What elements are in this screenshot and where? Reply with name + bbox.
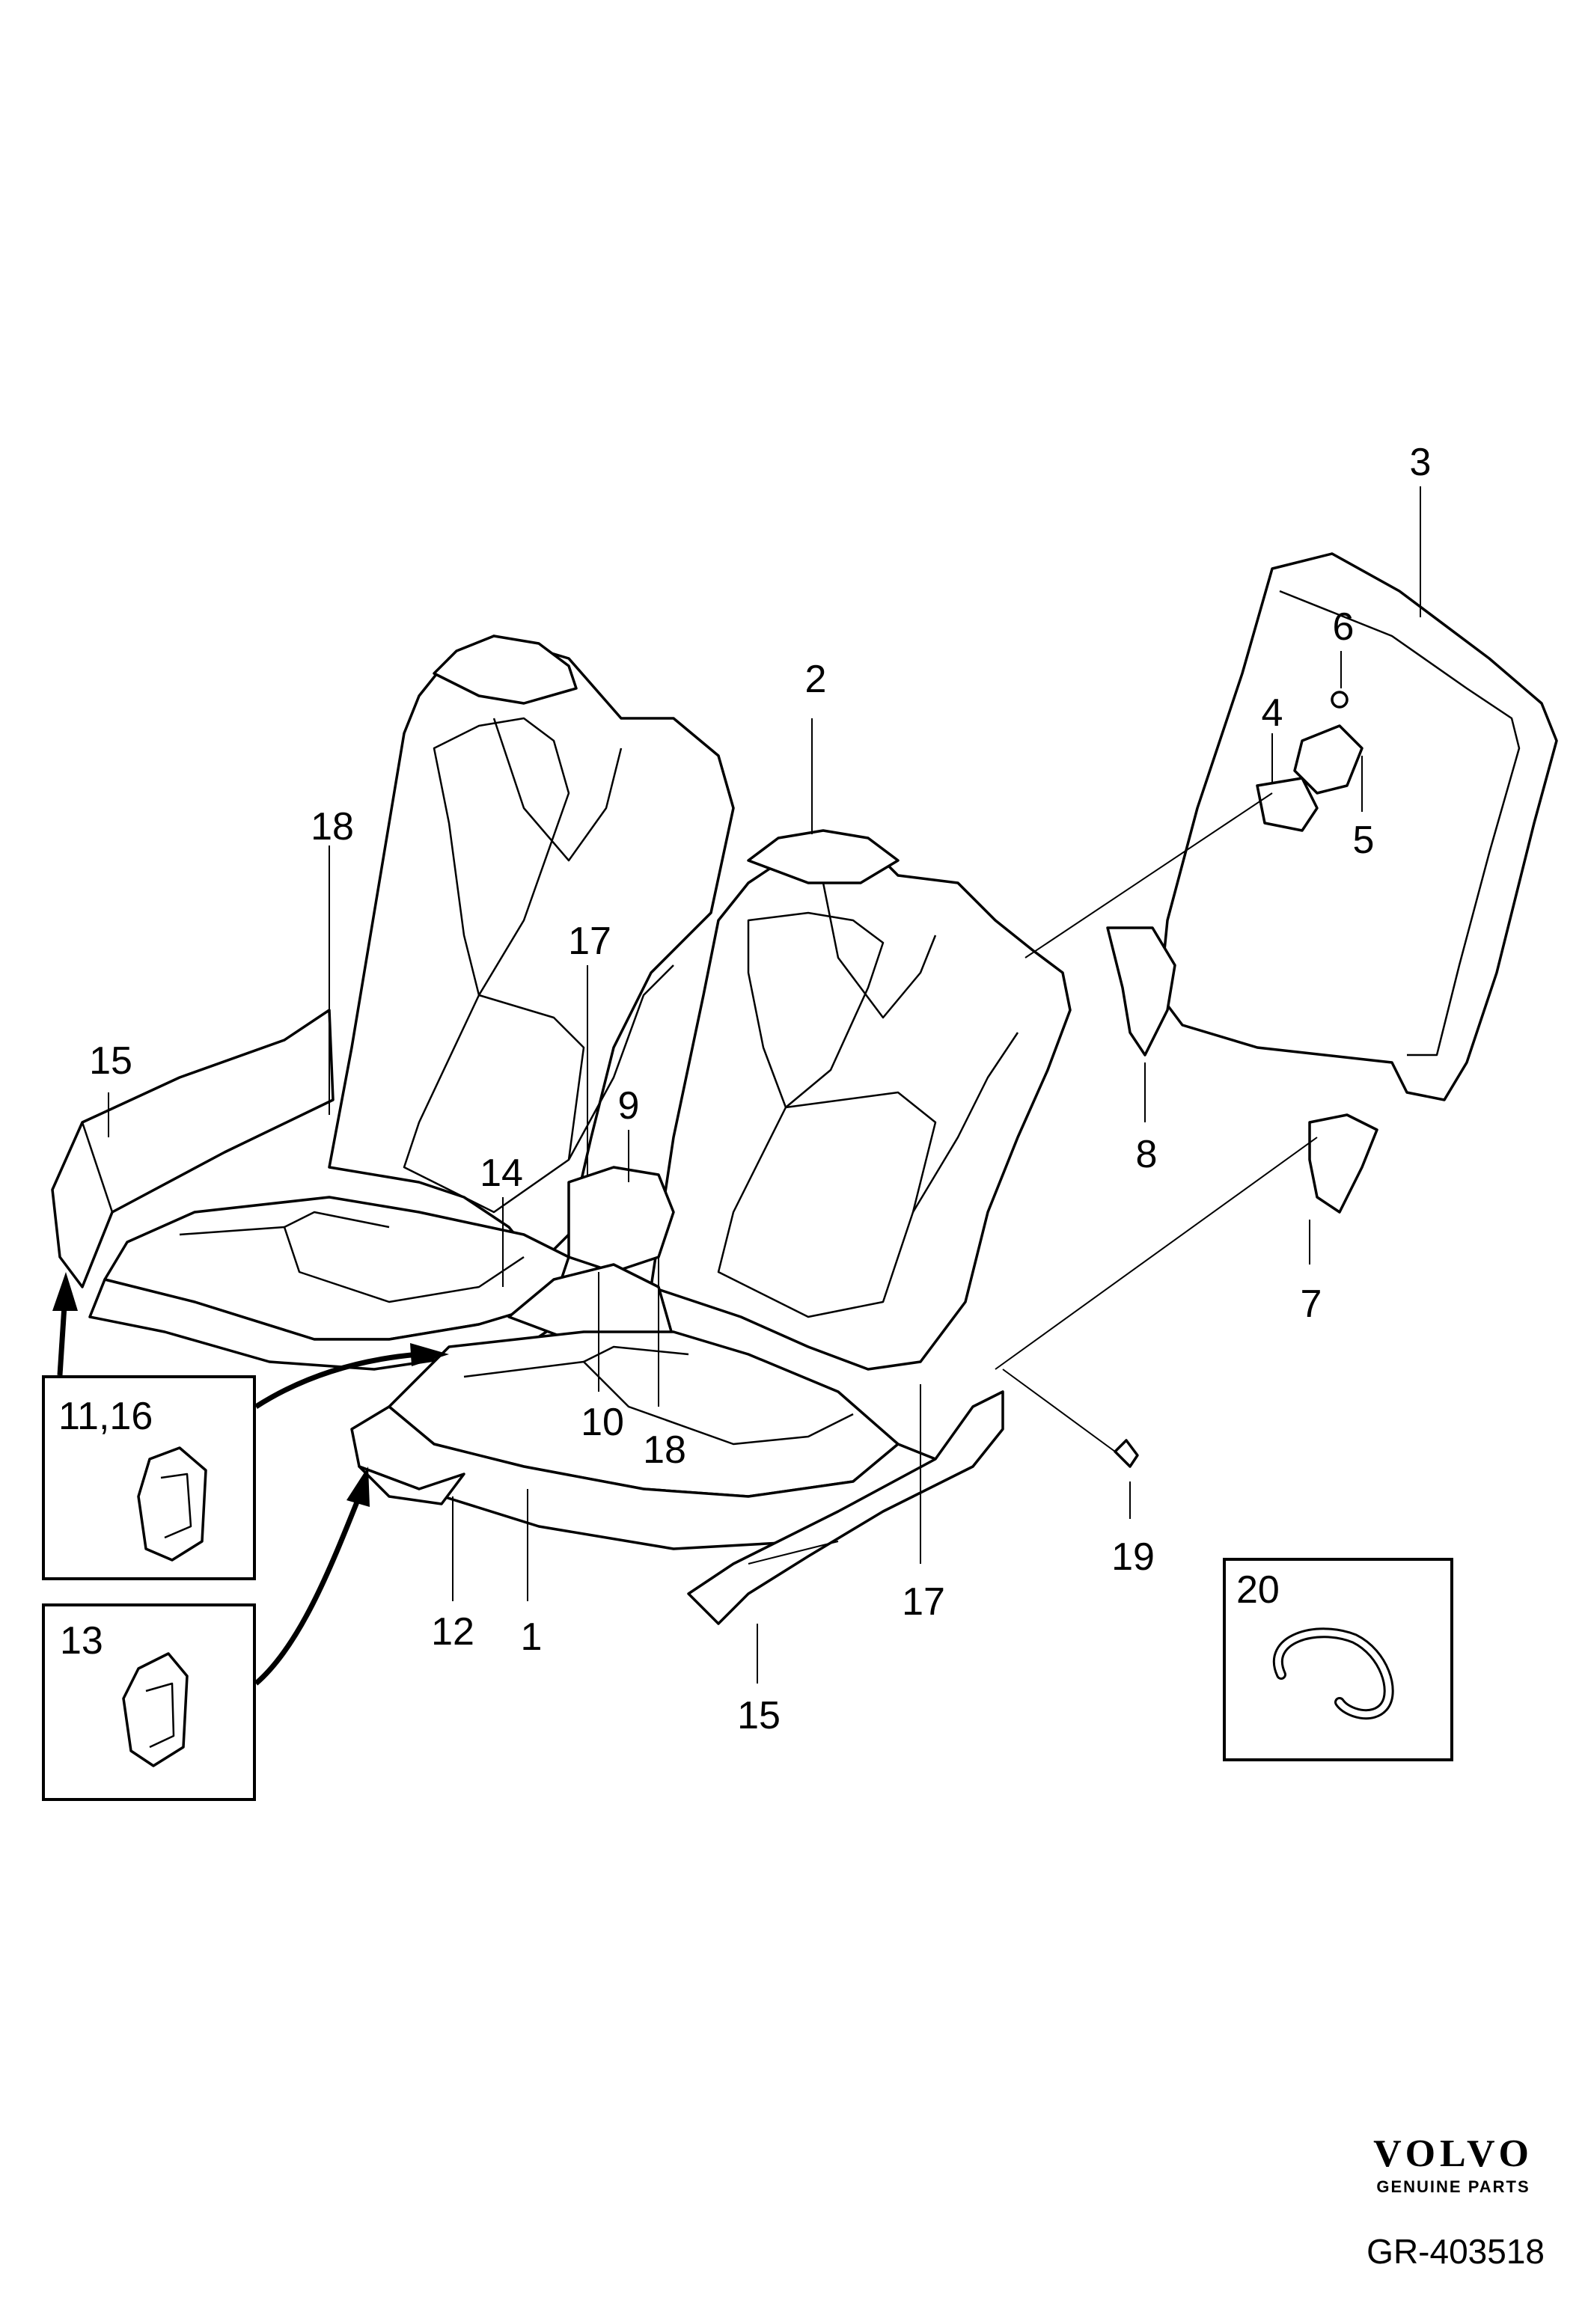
callout-19: 19 — [1111, 1535, 1155, 1579]
cushion-support — [358, 1465, 465, 1505]
side-trim-left — [51, 1009, 335, 1288]
callout-8: 8 — [1136, 1133, 1158, 1176]
callout-1: 1 — [521, 1615, 543, 1659]
clip-11-16 — [137, 1446, 207, 1562]
bolt-19 — [1114, 1439, 1139, 1468]
callout-2: 2 — [805, 658, 827, 701]
latch-plate-4 — [1256, 777, 1319, 832]
center-armrest — [567, 1166, 675, 1273]
detail-box-11-16 — [42, 1375, 256, 1580]
left-headrest — [433, 634, 578, 705]
diagram-reference: GR-403518 — [1366, 2232, 1545, 2271]
callout-20: 20 — [1236, 1568, 1280, 1612]
right-seat-base — [350, 1405, 937, 1550]
callout-3: 3 — [1410, 441, 1432, 484]
callout-18-right: 18 — [643, 1428, 686, 1472]
callout-5: 5 — [1353, 819, 1375, 862]
hinge-bracket-8 — [1106, 926, 1176, 1056]
leader-lines — [108, 486, 1421, 1684]
latch-housing-5 — [1293, 724, 1364, 795]
callout-6: 6 — [1333, 605, 1355, 649]
callout-12: 12 — [431, 1610, 474, 1654]
brand-tagline: GENUINE PARTS — [1376, 2177, 1530, 2196]
backrest-panel-assembly — [1106, 552, 1558, 1214]
callout-10: 10 — [581, 1401, 624, 1444]
callout-11-16: 11,16 — [58, 1395, 153, 1438]
callout-15-left: 15 — [89, 1039, 132, 1083]
right-backrest — [650, 837, 1072, 1371]
callout-4: 4 — [1262, 691, 1283, 735]
callout-15-right: 15 — [737, 1694, 781, 1737]
callout-9: 9 — [618, 1084, 640, 1128]
detail-arrows — [52, 1272, 449, 1686]
detail-box-13 — [42, 1603, 256, 1801]
callout-labels: 1 2 3 4 5 6 7 8 9 10 11,16 12 13 14 15 1… — [58, 441, 1431, 1737]
callout-7: 7 — [1301, 1282, 1322, 1326]
callout-14: 14 — [480, 1152, 523, 1195]
right-seat-assembly — [350, 829, 1072, 1625]
side-trim-right — [687, 1390, 1004, 1625]
backrest-panel — [1158, 552, 1558, 1101]
brand-block: VOLVO GENUINE PARTS GR-403518 — [1366, 2132, 1545, 2271]
screw-6 — [1331, 691, 1349, 709]
hinge-bracket-7 — [1308, 1113, 1378, 1214]
brand-logo: VOLVO — [1373, 2132, 1533, 2175]
right-headrest — [747, 829, 900, 884]
callout-13: 13 — [60, 1619, 103, 1663]
callout-17-left: 17 — [568, 920, 611, 963]
callout-18-left: 18 — [311, 805, 354, 848]
callout-17-right: 17 — [902, 1580, 945, 1624]
detail-box-20 — [1223, 1558, 1453, 1761]
